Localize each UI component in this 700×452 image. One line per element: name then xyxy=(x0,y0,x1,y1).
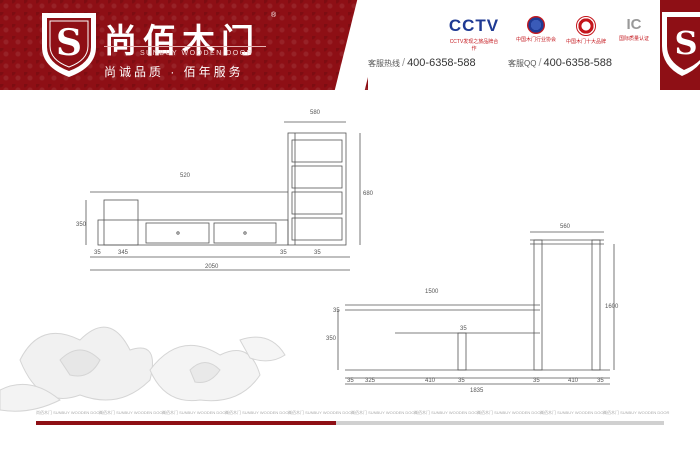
dim-small-a: 35 xyxy=(333,308,340,314)
dim-seg-2: 35 xyxy=(280,250,287,256)
dim-left-height: 350 xyxy=(76,222,87,228)
certification-panel: CCTV CCTV发现之旅品牌合作 中国木门行业协会 中国木门十大品牌 IC 国… xyxy=(368,0,660,90)
footer-strip-item: 尚佰木门 SUNBUY WOODEN DOOR xyxy=(414,410,481,415)
footer-strip-item: 尚佰木门 SUNBUY WOODEN DOOR xyxy=(99,410,166,415)
dim-right-span: 1500 xyxy=(425,289,439,295)
registered-mark: ® xyxy=(271,12,277,19)
hotline-separator: / xyxy=(402,57,406,69)
cctv-mark: CCTV xyxy=(448,16,500,35)
low-drawer-1 xyxy=(145,222,210,244)
heart-award-icon xyxy=(576,16,596,36)
dim-right-overall: 1835 xyxy=(470,388,484,394)
tall-drawer-4 xyxy=(291,217,343,241)
cctv-caption: CCTV发现之旅品牌合作 xyxy=(449,39,499,52)
footer-strip-item: 尚佰木门 SUNBUY WOODEN DOOR xyxy=(225,410,292,415)
dim-seg-1: 345 xyxy=(118,250,129,256)
brand-award-caption: 中国木门十大品牌 xyxy=(565,39,606,45)
dim-r-seg-4: 35 xyxy=(533,378,540,384)
dim-right-height: 1600 xyxy=(605,304,619,310)
dim-small-b: 35 xyxy=(460,326,467,332)
dim-r-seg-2: 410 xyxy=(425,378,436,384)
brand-english-name: SUNBUY WOODEN DOOR xyxy=(140,50,254,57)
dim-right-top-width: 560 xyxy=(560,224,571,230)
left-tv-cabinet-drawing xyxy=(85,121,361,271)
svg-text:S: S xyxy=(56,22,82,64)
left-drawing-dimensions: 520 580 2050 350 680 35 345 35 35 xyxy=(76,110,374,270)
footer-strip-item: 尚佰木门 SUNBUY WOODEN DOOR xyxy=(162,410,229,415)
footer-strip-item: 尚佰木门 SUNBUY WOODEN DOOR xyxy=(540,410,607,415)
dim-cabinet-height: 680 xyxy=(363,191,374,197)
furniture-drawing: 520 580 2050 350 680 35 345 35 35 560 15… xyxy=(76,110,619,394)
footer-strip-item: 尚佰木门 SUNBUY WOODEN DOOR xyxy=(477,410,544,415)
qq-label: 客服QQ xyxy=(508,59,537,68)
right-drawing-dimensions: 560 1500 1600 350 35 35 35 325 410 35 35… xyxy=(326,224,619,394)
qq-number[interactable]: 400-6358-588 xyxy=(543,57,613,69)
hotline-contact: 客服热线/400-6358-588 xyxy=(368,57,476,69)
footer-strip-item: 尚佰木门 SUNBUY WOODEN DOOR xyxy=(36,410,103,415)
footer-strip-item: 尚佰木门 SUNBUY WOODEN DOOR xyxy=(603,410,670,415)
cctv-logo: CCTV CCTV发现之旅品牌合作 xyxy=(448,16,500,52)
quality-logo: IC 国际质量认证 xyxy=(614,16,654,42)
tall-cabinet xyxy=(287,132,347,246)
quality-caption: 国际质量认证 xyxy=(618,36,649,42)
right-l-desk-drawing xyxy=(337,231,615,385)
footer-strip-item: 尚佰木门 SUNBUY WOODEN DOOR xyxy=(351,410,418,415)
qq-contact: 客服QQ/400-6358-588 xyxy=(508,57,612,69)
dim-r-seg-5: 410 xyxy=(568,378,579,384)
tall-drawer-3 xyxy=(291,191,343,215)
low-cabinet xyxy=(97,219,289,246)
dim-right-left-height: 350 xyxy=(326,336,337,342)
side-door xyxy=(103,199,139,246)
dim-r-seg-1: 325 xyxy=(365,378,376,384)
dim-r-seg-3: 35 xyxy=(458,378,465,384)
peony-flower-icon xyxy=(0,326,286,412)
association-logo: 中国木门行业协会 xyxy=(514,16,558,43)
dim-overall-width: 2050 xyxy=(205,264,219,270)
svg-text:S: S xyxy=(674,24,697,62)
support-post xyxy=(457,332,467,371)
hotline-number[interactable]: 400-6358-588 xyxy=(407,57,476,69)
dim-r-seg-6: 35 xyxy=(597,378,604,384)
tall-drawer-2 xyxy=(291,165,343,189)
tall-drawer-1 xyxy=(291,139,343,163)
shield-s-emblem-icon: S xyxy=(662,12,700,76)
low-drawer-2 xyxy=(213,222,277,244)
dim-seg-0: 35 xyxy=(94,250,101,256)
dim-span-width: 520 xyxy=(180,173,191,179)
footer-strip: 尚佰木门 SUNBUY WOODEN DOOR 尚佰木门 SUNBUY WOOD… xyxy=(36,410,669,418)
footer-bar xyxy=(36,421,664,425)
hotline-label: 客服热线 xyxy=(368,59,400,68)
brand-name: 尚佰木门 xyxy=(104,21,260,60)
header-banner: S 尚佰木门 ® SUNBUY WOODEN DOOR 尚诚品质 · 佰年服务 … xyxy=(0,0,700,90)
brand-slogan: 尚诚品质 · 佰年服务 xyxy=(104,65,244,79)
qq-separator: / xyxy=(538,57,542,69)
footer-strip-item: 尚佰木门 SUNBUY WOODEN DOOR xyxy=(288,410,355,415)
globe-icon xyxy=(527,16,545,34)
association-caption: 中国木门行业协会 xyxy=(515,37,556,43)
brand-award-logo: 中国木门十大品牌 xyxy=(564,16,608,45)
quality-mark: IC xyxy=(626,16,642,33)
dim-r-seg-0: 35 xyxy=(347,378,354,384)
dim-seg-3: 35 xyxy=(314,250,321,256)
desk-leg-right xyxy=(591,239,601,371)
brand-divider xyxy=(104,46,266,47)
dim-top-width: 580 xyxy=(310,110,321,116)
shield-s-emblem-icon: S xyxy=(42,13,96,77)
